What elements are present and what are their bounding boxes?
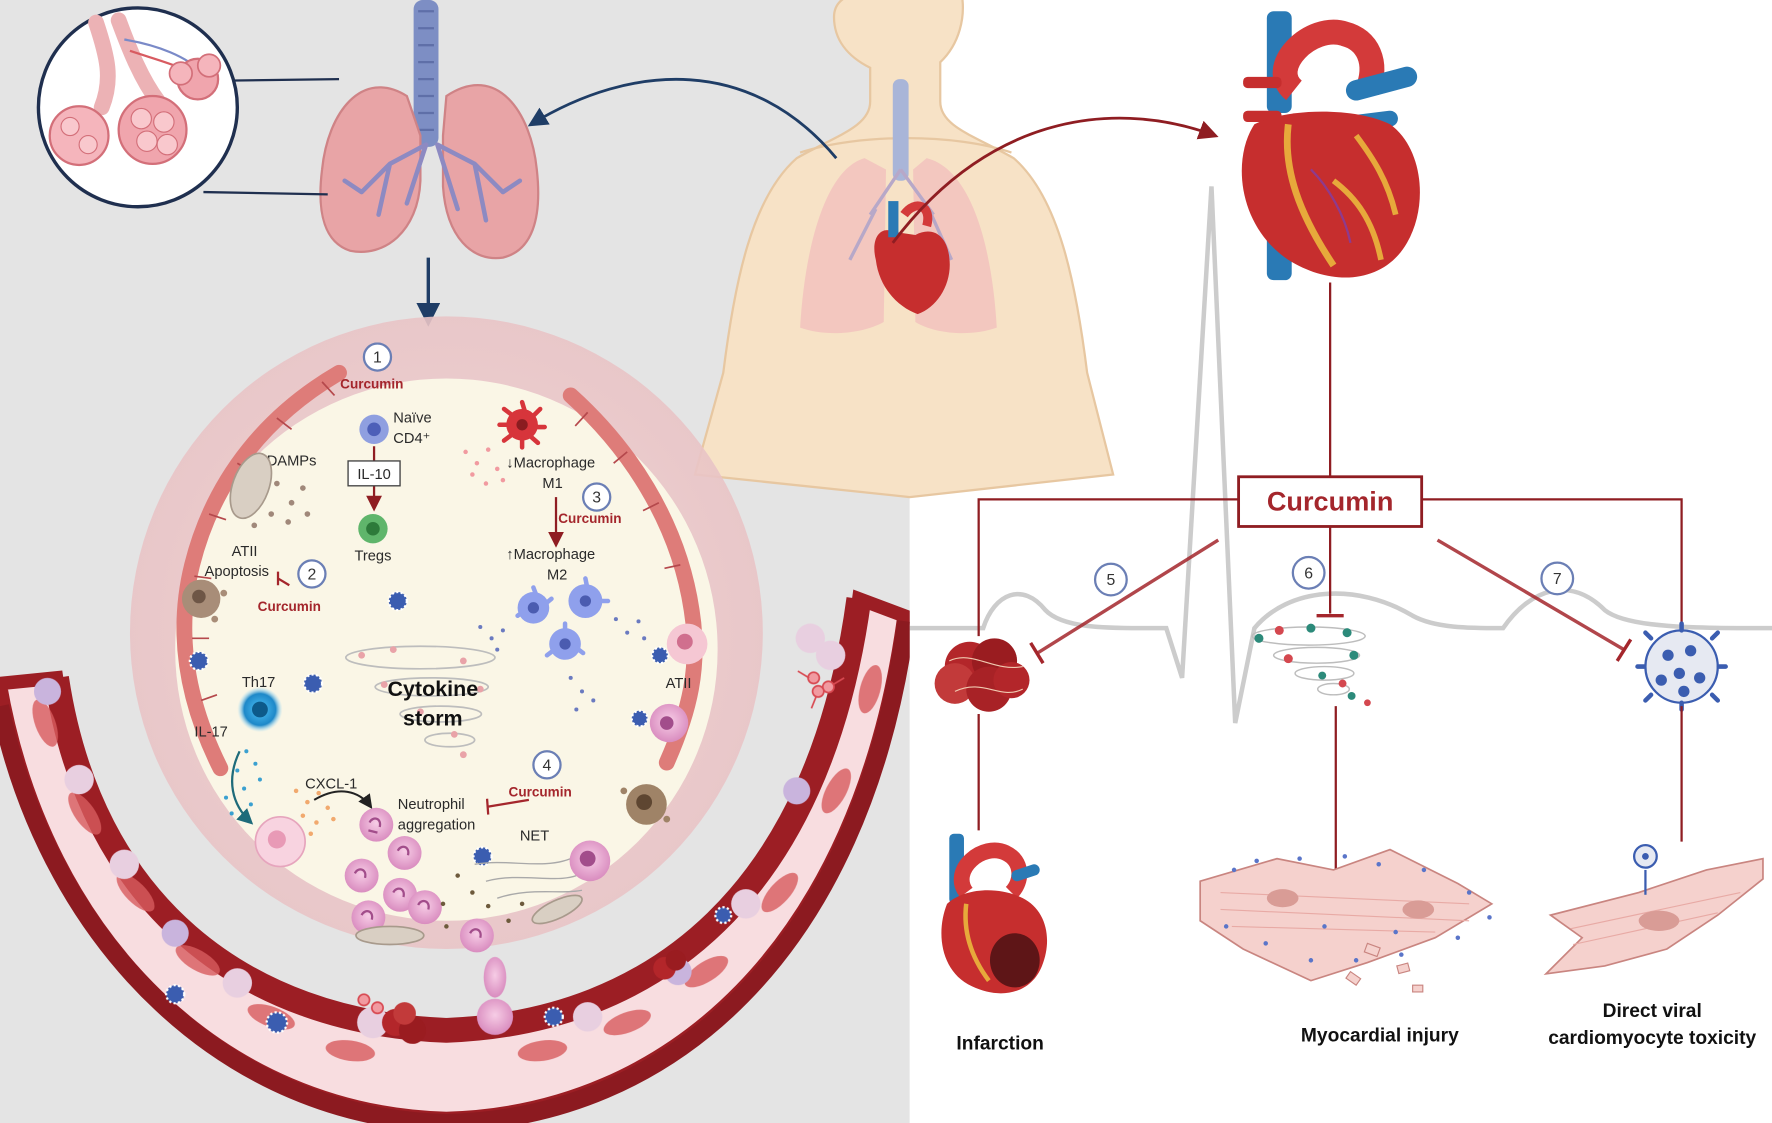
atii-right-label: ATII — [666, 676, 692, 692]
neutrophil-label: Neutrophil — [398, 797, 465, 813]
outcome-myocardial-label: Myocardial injury — [1301, 1026, 1459, 1047]
m2-label: M2 — [547, 568, 567, 584]
step-1-number: 1 — [373, 350, 382, 367]
outcome-viral-label-2: cardiomyocyte toxicity — [1548, 1028, 1756, 1049]
alveolus-virus-icon — [190, 652, 208, 670]
virus-icon — [1638, 624, 1726, 710]
step-1-curcumin-label: Curcumin — [340, 377, 403, 392]
il10-label: IL-10 — [357, 467, 390, 483]
step-5-number: 5 — [1106, 572, 1115, 589]
cxcl1-label: CXCL-1 — [305, 777, 357, 793]
curcumin-box-label: Curcumin — [1267, 486, 1394, 517]
outcome-infarction-label: Infarction — [956, 1034, 1043, 1055]
outcome-viral-label-1: Direct viral — [1603, 1001, 1702, 1022]
atii-right-cell-icon — [667, 624, 708, 665]
step-7-number: 7 — [1553, 571, 1562, 588]
atii-label-top: ATII — [232, 544, 258, 560]
step-2-number: 2 — [308, 567, 317, 584]
aggregation-label: aggregation — [398, 817, 476, 833]
tregs-label: Tregs — [354, 548, 391, 564]
il17-label: IL-17 — [194, 725, 227, 741]
m1-label: M1 — [542, 476, 562, 492]
naive-cd4-cell-icon — [359, 415, 388, 444]
step-3-number: 3 — [592, 490, 601, 507]
step-4-curcumin-label: Curcumin — [509, 784, 572, 799]
treg-cell-icon — [358, 514, 387, 543]
cytokine-storm-label-2: storm — [403, 706, 463, 730]
step-3-curcumin-label: Curcumin — [558, 511, 621, 526]
alveolus-virus-icon — [652, 647, 668, 663]
apoptosis-label: Apoptosis — [205, 564, 269, 580]
step-6-number: 6 — [1304, 565, 1313, 582]
epithelial-cxcl1-cell-icon — [255, 817, 305, 867]
naive-label: Naïve — [393, 411, 431, 427]
cytokine-storm-label-1: Cytokine — [388, 677, 479, 701]
alveolus-virus-icon — [304, 674, 322, 692]
step-4-number: 4 — [543, 758, 552, 775]
m1-macrophage-icon — [500, 402, 545, 447]
th17-cell-icon — [237, 687, 282, 732]
damps-label: DAMPs — [267, 453, 317, 469]
net-label: NET — [520, 829, 549, 845]
macrophage-m1-label: ↓Macrophage — [506, 456, 595, 472]
step-2-curcumin-label: Curcumin — [258, 599, 321, 614]
alveolus-virus-icon — [389, 592, 407, 610]
cd4-label: CD4⁺ — [393, 431, 430, 447]
macrophage-m2-label: ↑Macrophage — [506, 547, 595, 563]
